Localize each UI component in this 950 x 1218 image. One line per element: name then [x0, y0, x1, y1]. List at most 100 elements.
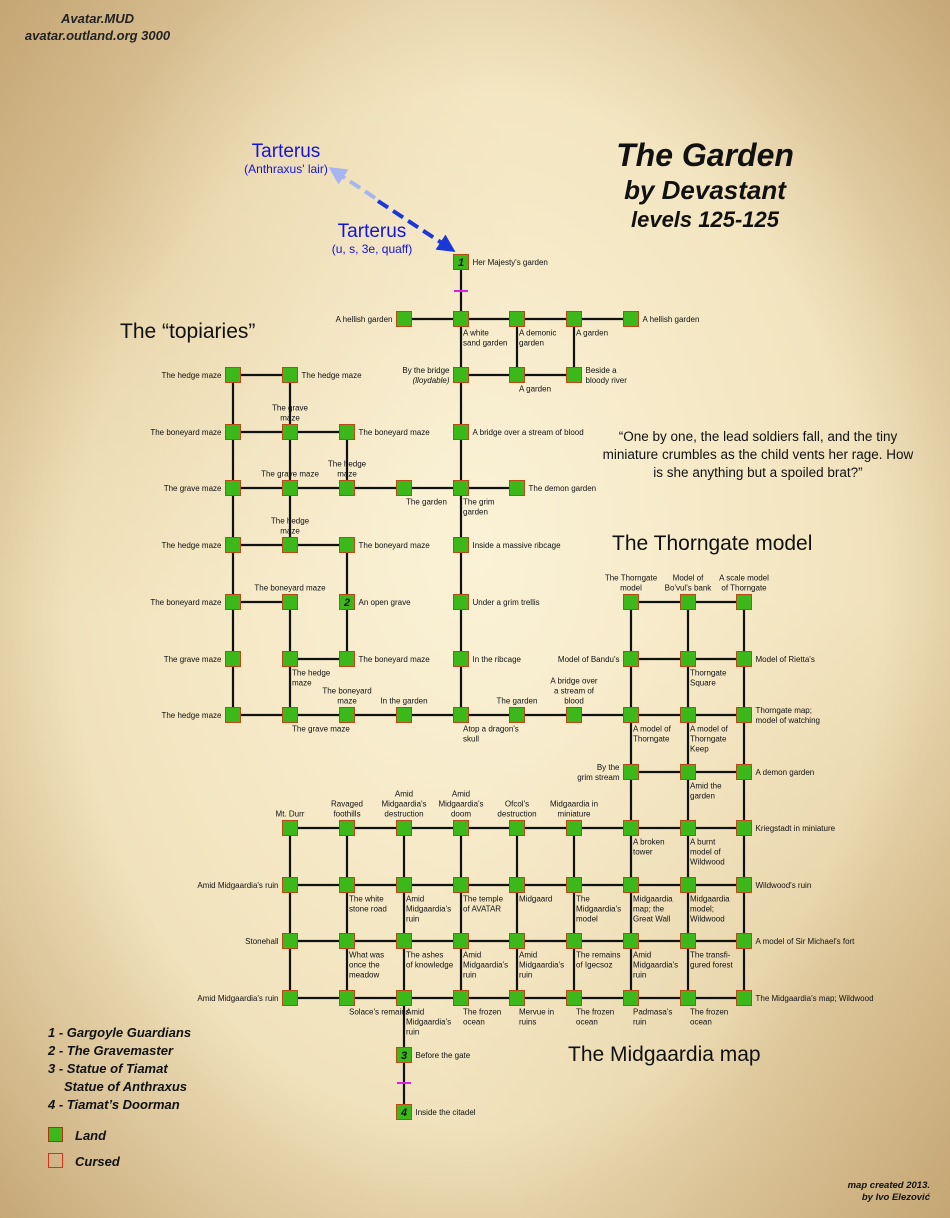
room-square — [396, 877, 412, 893]
room-square — [282, 651, 298, 667]
room-label: Inside the citadel — [416, 1108, 476, 1117]
legend-cursed-label: Cursed — [75, 1154, 120, 1169]
room-label: garden — [519, 339, 544, 348]
room-label: The boneyard maze — [359, 655, 431, 664]
room-g9: Thorngate map;model of watching — [736, 706, 820, 725]
room-label: Midgaardia's — [381, 800, 426, 809]
room-t10: The hedge maze — [161, 537, 241, 553]
room-square — [453, 254, 469, 270]
legend-cursed: Cursed — [48, 1153, 120, 1169]
room-t12: The boneyard maze — [339, 537, 430, 553]
room-square — [680, 990, 696, 1006]
room-label: maze — [337, 470, 357, 479]
room-label: Ofcol's — [505, 800, 529, 809]
room-square — [339, 990, 355, 1006]
map-credit: map created 2013. by Ivo Elezović — [800, 1180, 930, 1204]
room-label: model; — [690, 905, 714, 914]
room-square — [736, 707, 752, 723]
room-square — [453, 707, 469, 723]
room-square — [566, 367, 582, 383]
room-label: Midgaardia's — [576, 905, 621, 914]
room-number: 4 — [400, 1107, 407, 1119]
legend-mobs: 1 - Gargoyle Guardians 2 - The Gravemast… — [48, 1024, 191, 1114]
room-label: of Thorngate — [721, 584, 767, 593]
legend-land: Land — [48, 1127, 106, 1143]
room-square — [396, 707, 412, 723]
room-label: The boneyard maze — [359, 428, 431, 437]
room-r12: The demon garden — [509, 480, 596, 496]
room-square — [623, 311, 639, 327]
room-square — [509, 367, 525, 383]
room-label: Midgaardia's — [463, 961, 508, 970]
room-square — [339, 424, 355, 440]
room-label: In the ribcage — [473, 655, 522, 664]
room-square — [509, 707, 525, 723]
room-label: maze — [337, 697, 357, 706]
room-label: ruin — [519, 971, 532, 980]
room-square — [509, 820, 525, 836]
room-square — [339, 933, 355, 949]
room-label: A hellish garden — [643, 315, 700, 324]
room-label: Midgaardia in — [550, 800, 598, 809]
room-label: A garden — [519, 385, 551, 394]
room-square — [282, 990, 298, 1006]
room-square — [396, 480, 412, 496]
room-square — [623, 820, 639, 836]
room-label: Padmasa's — [633, 1008, 672, 1017]
room-label: model — [620, 584, 642, 593]
room-label: Amid Midgaardia's ruin — [197, 994, 278, 1003]
room-square — [453, 311, 469, 327]
room-label: gured forest — [690, 961, 733, 970]
map-author: by Devastant — [624, 175, 786, 205]
room-r5: A garden — [566, 311, 608, 338]
room-r8: A garden — [509, 367, 551, 394]
room-label: The hedge maze — [302, 371, 363, 380]
room-label: ocean — [690, 1018, 712, 1027]
room-label: An open grave — [359, 598, 412, 607]
tarterus-lair-label: Tarterus (Anthraxus' lair) — [228, 141, 344, 177]
room-label: Wildwood — [690, 858, 725, 867]
room-r6: A hellish garden — [623, 311, 700, 327]
room-square — [225, 537, 241, 553]
room-r15: In the ribcage — [453, 651, 522, 667]
room-label: Keep — [690, 745, 709, 754]
room-number: 3 — [401, 1050, 407, 1062]
tarterus-lair-name: Tarterus — [251, 141, 321, 162]
legend-land-label: Land — [75, 1128, 107, 1143]
cursed-swatch-icon — [48, 1153, 63, 1168]
room-label: ruin — [406, 1028, 419, 1037]
room-r19: The grave maze — [282, 707, 350, 734]
room-label: ocean — [576, 1018, 598, 1027]
room-label: A garden — [576, 329, 608, 338]
room-label: sand garden — [463, 339, 507, 348]
room-square — [339, 877, 355, 893]
room-r7: By the bridge(lloydable) — [402, 366, 469, 385]
room-m23: The transfi-gured forest — [680, 933, 733, 970]
room-square — [282, 707, 298, 723]
room-label: The grave maze — [164, 484, 222, 493]
room-label: Mervue in — [519, 1008, 554, 1017]
room-label: Wildwood's ruin — [756, 881, 812, 890]
room-label: The — [576, 895, 590, 904]
room-square — [509, 990, 525, 1006]
room-square — [736, 651, 752, 667]
room-label: destruction — [384, 810, 423, 819]
room-t2: The hedge maze — [282, 367, 363, 383]
room-square — [566, 877, 582, 893]
room-label: a stream of — [554, 687, 595, 696]
room-label: The boneyard maze — [254, 584, 326, 593]
room-square — [396, 1047, 412, 1063]
room-label: ruin — [463, 971, 476, 980]
room-label: maze — [280, 414, 300, 423]
room-square — [680, 707, 696, 723]
